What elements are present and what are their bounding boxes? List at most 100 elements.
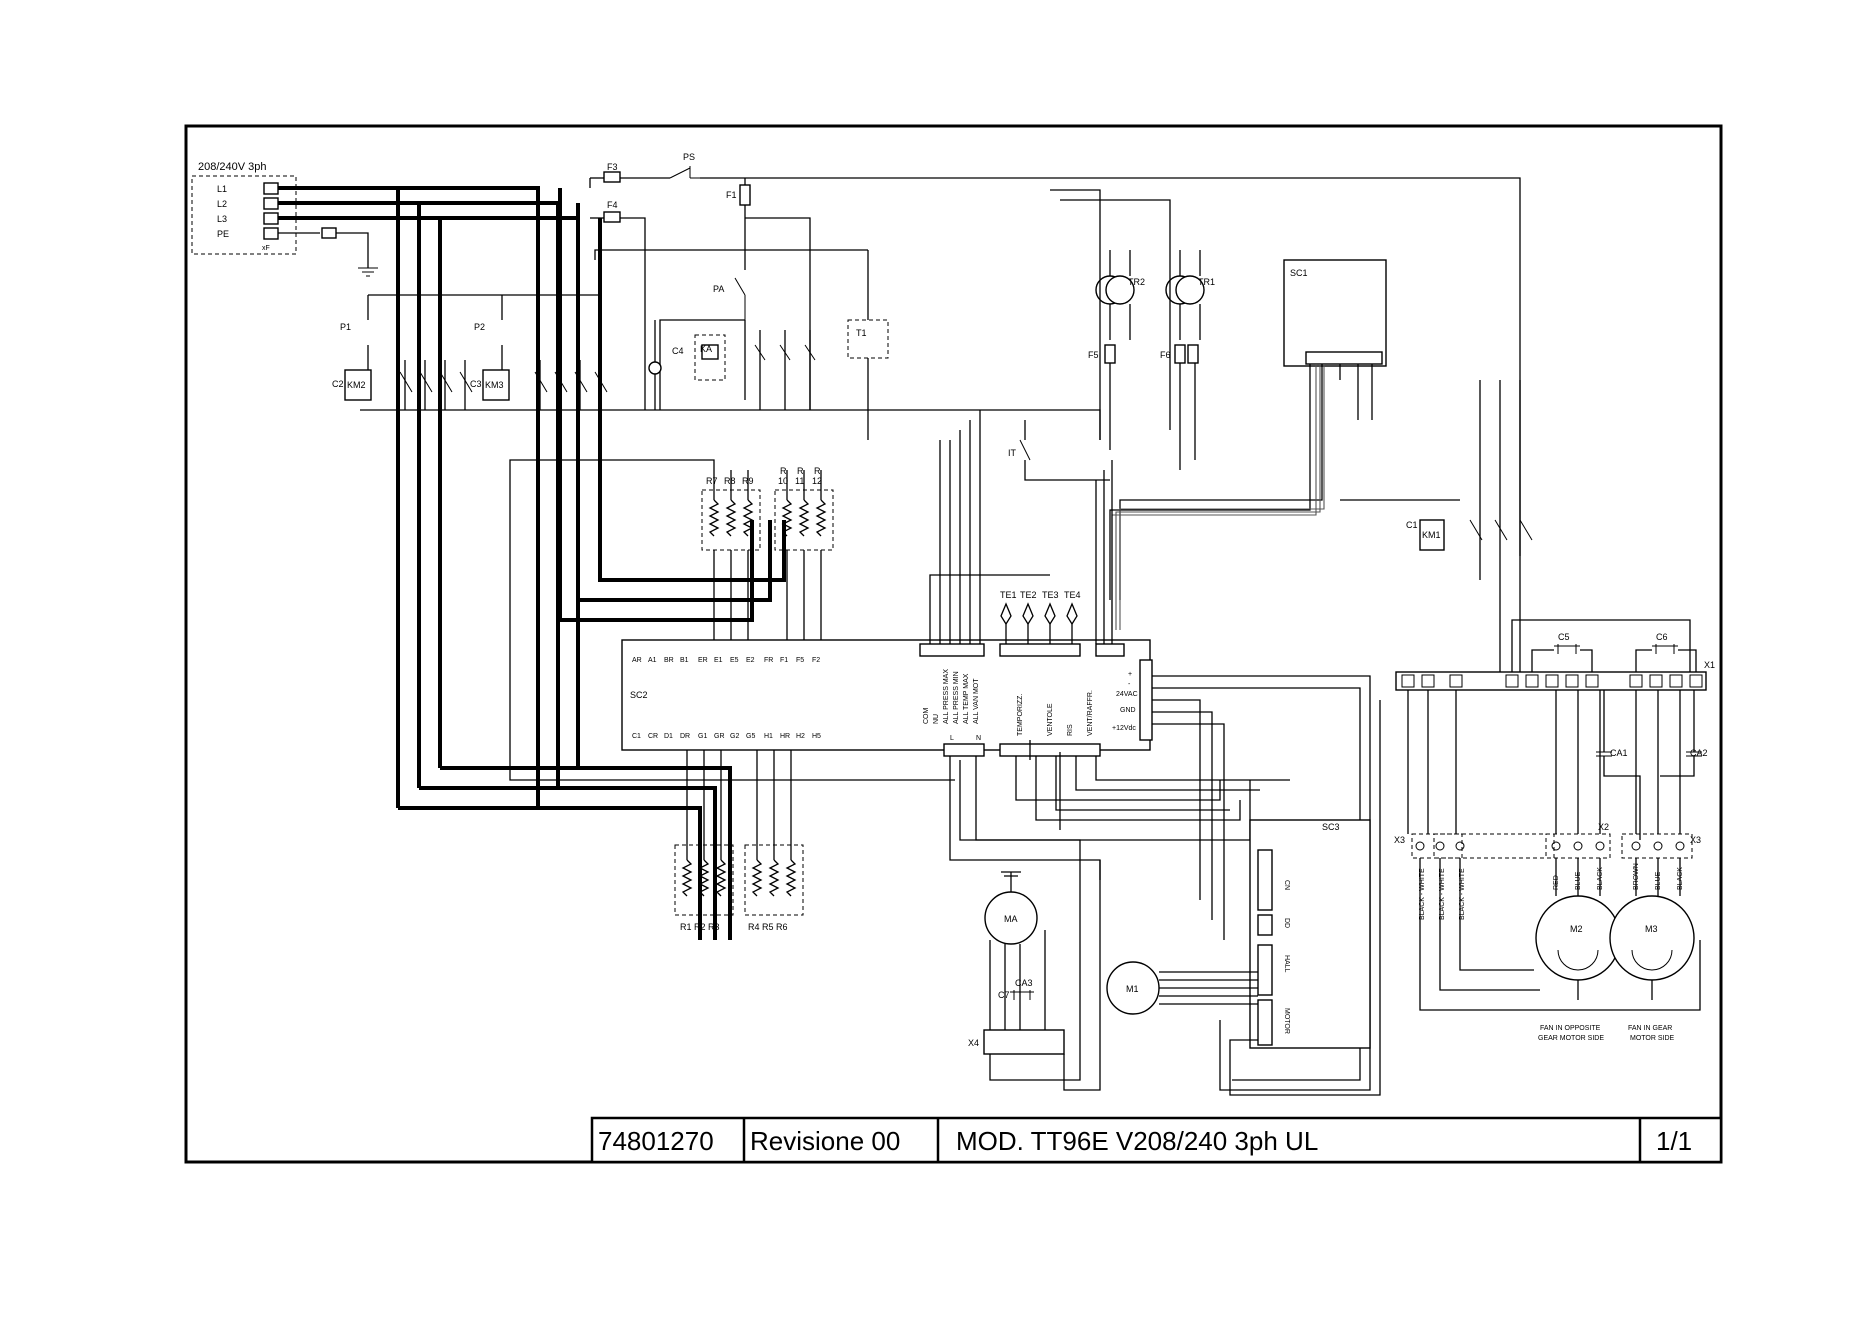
supply-block: 208/240V 3ph L1 L2 L3 PE xF: [191, 161, 297, 255]
c3-label: C3: [470, 379, 482, 389]
svg-text:ALL PRESS MAX: ALL PRESS MAX: [943, 669, 950, 724]
te4-label: TE4: [1064, 590, 1081, 600]
svg-text:ALL PRESS MIN: ALL PRESS MIN: [953, 671, 960, 724]
svg-text:BLACK - WHITE: BLACK - WHITE: [1459, 868, 1466, 920]
svg-text:E2: E2: [746, 657, 755, 664]
svg-text:+: +: [1128, 671, 1132, 678]
ka-label: KA: [700, 344, 712, 354]
line-l2: L2: [217, 199, 227, 209]
svg-text:HALL: HALL: [1283, 955, 1290, 973]
t1-label: T1: [856, 328, 867, 338]
r11-num: 11: [795, 476, 804, 486]
temperature-probes: TE1 TE2 TE3 TE4: [1000, 590, 1081, 644]
heaters-bottom: R1 R2 R3 R4 R5 R6: [674, 844, 804, 932]
svg-text:ALL TEMP MAX: ALL TEMP MAX: [963, 673, 970, 724]
svg-text:D1: D1: [664, 733, 673, 740]
ps-label: PS: [683, 152, 695, 162]
r10-prefix: R: [780, 466, 787, 476]
p2-label: P2: [474, 322, 485, 332]
svg-text:VENT/RAFFR.: VENT/RAFFR.: [1087, 690, 1094, 736]
fuse-f3-label: F3: [607, 162, 618, 172]
r7-label: R7: [706, 476, 718, 486]
svg-text:BR: BR: [664, 657, 674, 664]
m1-label: M1: [1126, 984, 1139, 994]
transformer-tr2: TR2: [1095, 275, 1145, 305]
svg-text:ALL VAN MOT: ALL VAN MOT: [973, 678, 980, 724]
svg-text:TR1: TR1: [1198, 277, 1215, 287]
svg-text:TR2: TR2: [1128, 277, 1145, 287]
svg-text:F2: F2: [812, 657, 820, 664]
svg-text:L: L: [950, 735, 954, 742]
c6-label: C6: [1656, 632, 1668, 642]
sc2-board: SC2 AR A1 BR B1 ER E1 E5 E2 FR F1 F5 F2 …: [621, 639, 1153, 757]
svg-text:MOTOR: MOTOR: [1283, 1008, 1290, 1034]
svg-text:RIS: RIS: [1067, 724, 1074, 736]
r4-r6-label: R4 R5 R6: [748, 922, 788, 932]
svg-text:FR: FR: [764, 657, 773, 664]
te3-label: TE3: [1042, 590, 1059, 600]
sc1-board: [1283, 259, 1387, 367]
te2-label: TE2: [1020, 590, 1037, 600]
ca3-label: CA3: [1015, 978, 1033, 988]
te1-label: TE1: [1000, 590, 1017, 600]
m3-caption-2: MOTOR SIDE: [1630, 1035, 1675, 1042]
m2-caption-2: GEAR MOTOR SIDE: [1538, 1035, 1604, 1042]
km1-label: KM1: [1422, 530, 1441, 540]
supply-label: 208/240V 3ph: [198, 161, 267, 173]
svg-text:GND: GND: [1120, 707, 1136, 714]
drawing-code: 74801270: [598, 1126, 714, 1156]
transformer-tr1: TR1: [1165, 275, 1215, 305]
line-l1: L1: [217, 184, 227, 194]
main-bus: [278, 186, 786, 940]
f5-label: F5: [1088, 350, 1099, 360]
r1-r3-label: R1 R2 R3: [680, 922, 720, 932]
ma-label: MA: [1004, 914, 1018, 924]
r8-label: R8: [724, 476, 736, 486]
r12-prefix: R: [814, 466, 821, 476]
m3-caption-1: FAN IN GEAR: [1628, 1025, 1672, 1032]
revision: Revisione 00: [750, 1126, 900, 1156]
pa-label: PA: [713, 284, 724, 294]
terminal-x3b: [1621, 833, 1693, 859]
svg-text:NU: NU: [933, 714, 940, 724]
svg-text:ER: ER: [698, 657, 708, 664]
m3-label: M3: [1645, 924, 1658, 934]
terminal-x4: [983, 1029, 1065, 1055]
svg-text:-: -: [1128, 681, 1131, 688]
f6-label: F6: [1160, 350, 1171, 360]
ca1-label: CA1: [1610, 748, 1628, 758]
sc1-label: SC1: [1290, 268, 1308, 278]
svg-text:B1: B1: [680, 657, 689, 664]
lamp-icon: [648, 361, 662, 375]
svg-text:H1: H1: [764, 733, 773, 740]
r11-prefix: R: [797, 466, 804, 476]
svg-text:BLACK - WHITE: BLACK - WHITE: [1419, 868, 1426, 920]
sc3-label: SC3: [1322, 822, 1340, 832]
terminal-x3a: [1411, 833, 1463, 859]
c5-label: C5: [1558, 632, 1570, 642]
svg-text:C1: C1: [632, 733, 641, 740]
heaters-top: R7 R8 R9 R R R 10 11 12: [701, 466, 834, 551]
it-label: IT: [1008, 448, 1017, 458]
svg-text:X2: X2: [1598, 822, 1609, 832]
svg-text:TEMPORIZZ.: TEMPORIZZ.: [1017, 694, 1024, 736]
svg-text:X1: X1: [1704, 660, 1715, 670]
model-title: MOD. TT96E V208/240 3ph UL: [956, 1126, 1318, 1156]
svg-text:CR: CR: [648, 733, 658, 740]
km2-label: KM2: [347, 380, 366, 390]
c1-label: C1: [1406, 520, 1418, 530]
motor-m3: [1609, 895, 1695, 981]
svg-text:A1: A1: [648, 657, 657, 664]
sc2-label: SC2: [630, 690, 648, 700]
svg-text:E1: E1: [714, 657, 723, 664]
line-pe: PE: [217, 229, 229, 239]
terminal-x2: [1545, 833, 1611, 859]
svg-text:X3: X3: [1394, 835, 1405, 845]
svg-text:H2: H2: [796, 733, 805, 740]
r10-num: 10: [778, 476, 788, 486]
svg-text:HR: HR: [780, 733, 790, 740]
title-block: 74801270 Revisione 00 MOD. TT96E V208/24…: [590, 1116, 1723, 1164]
svg-text:G5: G5: [746, 733, 755, 740]
c7-label: C7: [998, 990, 1010, 1000]
